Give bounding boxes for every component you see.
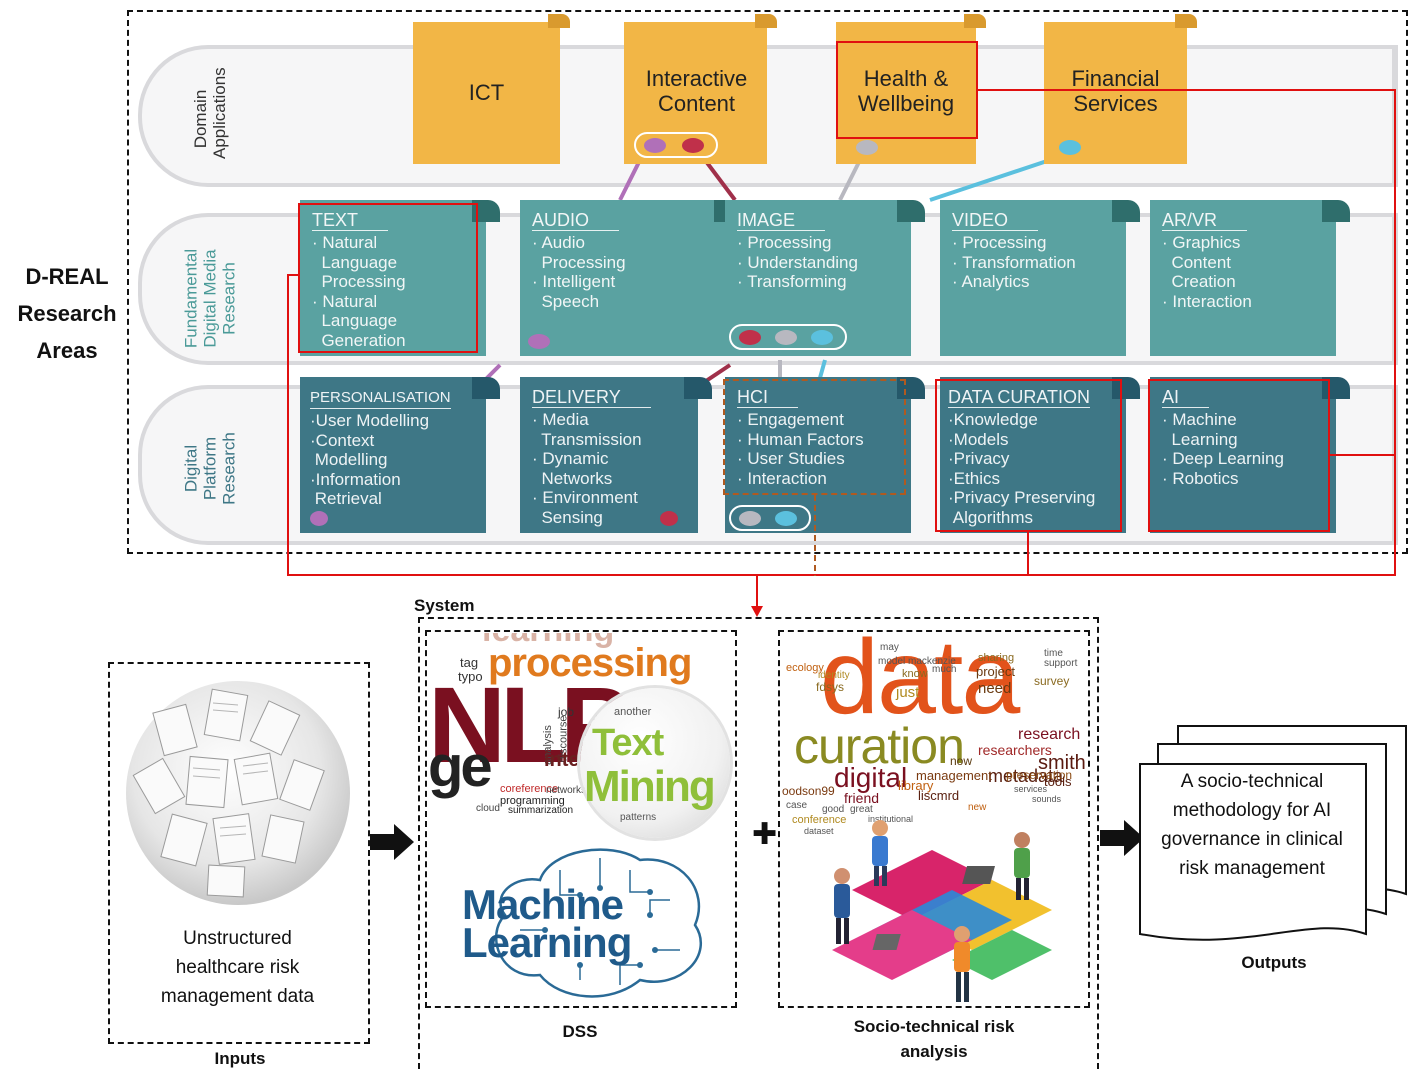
card-personalisation: PERSONALISATION ·User Modelling ·Context… — [300, 377, 500, 533]
card-image: IMAGE · Processing · Understanding · Tra… — [725, 200, 925, 356]
inputs-text: Unstructured healthcare risk management … — [160, 928, 315, 1007]
card-video: VIDEO · Processing · Transformation · An… — [940, 200, 1140, 356]
system-frame — [418, 617, 1099, 1069]
highlight-connectors — [287, 89, 1396, 617]
data-curation-wordcloud: data curation digital research researche… — [782, 634, 1086, 834]
domain-flag-health-wellbeing: Health & Wellbeing — [836, 14, 986, 164]
card-hci: HCI · Engagement · Human Factors · User … — [725, 377, 925, 533]
arrow-icon — [1100, 820, 1144, 856]
plus-icon: ✚ — [752, 818, 778, 851]
card-delivery: DELIVERY · Media Transmission · Dynamic … — [520, 377, 712, 533]
domain-flag-financial-services: Financial Services — [1044, 14, 1197, 164]
card-ai: AI · Machine Learning · Deep Learning · … — [1150, 377, 1350, 533]
document-sphere-image — [126, 681, 350, 905]
domain-flag-ict: ICT — [413, 14, 570, 164]
outputs-label: Outputs — [1241, 953, 1307, 972]
text-mining-magnifier: Text Mining another patterns — [580, 688, 730, 838]
socio-label: Socio-technical risk analysis — [853, 1017, 1015, 1061]
card-data-curation: DATA CURATION ·Knowledge ·Models ·Privac… — [940, 377, 1140, 533]
output-text: A socio-technical methodology for AI gov… — [1161, 771, 1343, 879]
system-label: System — [414, 596, 475, 615]
highlight-data-curation — [935, 379, 1122, 532]
brain-circuit-icon — [494, 848, 702, 998]
dss-frame — [425, 630, 737, 1008]
highlight-health-wellbeing — [836, 41, 978, 139]
inputs-frame — [108, 662, 370, 1044]
domain-flag-interactive-content: Interactive Content — [624, 14, 777, 164]
output-documents-shape — [1139, 725, 1407, 941]
dss-label: DSS — [562, 1022, 598, 1041]
research-areas-label: D-REAL Research Areas — [17, 264, 117, 363]
machine-learning-logo: Machine Learning — [440, 840, 730, 1005]
socio-frame — [778, 630, 1090, 1008]
arrow-icon — [370, 824, 414, 860]
inputs-label: Inputs — [214, 1049, 266, 1068]
highlight-hci — [723, 379, 906, 495]
research-areas-frame — [127, 10, 1408, 554]
card-audio: AUDIO · Audio Processing · Intelligent S… — [520, 200, 742, 356]
card-text: TEXT · Natural Language Processing · Nat… — [300, 200, 500, 356]
highlight-text — [298, 203, 478, 353]
card-ar-vr: AR/VR · Graphics Content Creation · Inte… — [1150, 200, 1350, 356]
team-puzzle-illustration — [832, 820, 1052, 1002]
highlight-ai — [1148, 379, 1330, 532]
